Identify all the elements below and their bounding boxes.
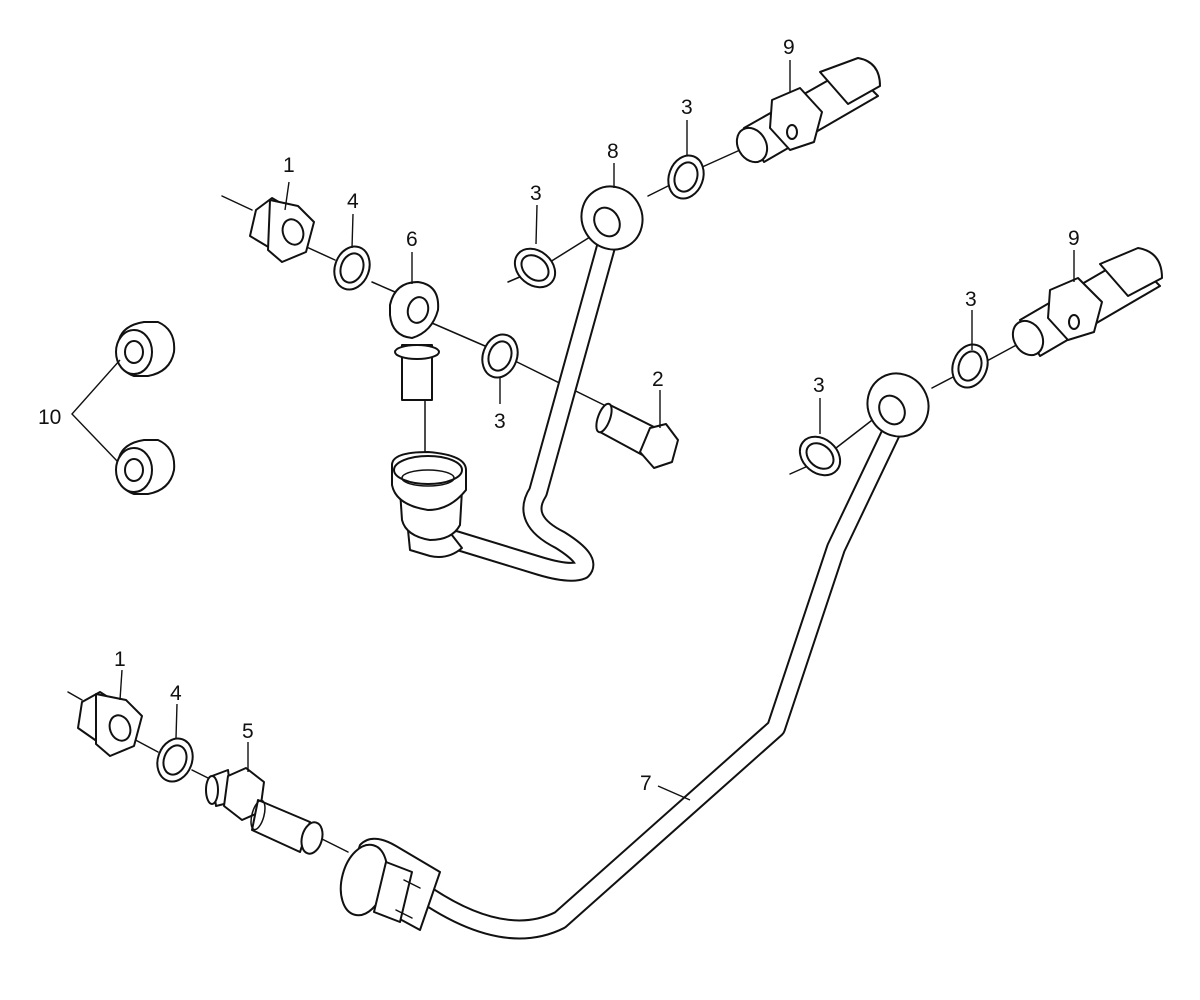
pipe-8-lower-fitting: [391, 451, 467, 558]
banjo-fitting-6: [389, 281, 440, 401]
hex-nut-bottom: [77, 691, 143, 757]
callout-9-top: 9: [783, 36, 795, 59]
banjo-eye-7: [866, 372, 930, 438]
callout-10: 10: [38, 406, 61, 429]
callout-1-bottom: 1: [114, 648, 126, 671]
hex-nut-top: [249, 197, 315, 263]
callout-4-bottom: 4: [170, 682, 182, 705]
callout-labels: 1 4 6 3 8 3 9 3 2 10 9 3 3 1 4 5 7: [38, 36, 1080, 795]
callout-5: 5: [242, 720, 254, 743]
callout-3-e: 3: [813, 374, 825, 397]
banjo-bolt-9-top: [735, 57, 881, 164]
adapter-5: [205, 767, 324, 855]
callout-8: 8: [607, 140, 619, 163]
washer-4-top: [333, 245, 371, 291]
washer-4-bottom: [156, 737, 194, 783]
callout-4-top: 4: [347, 190, 359, 213]
callout-3-a: 3: [530, 182, 542, 205]
pipe-8: [445, 215, 622, 582]
callout-2: 2: [652, 368, 664, 391]
union-nut-pipe-7: [339, 837, 441, 931]
washer-3-right-mid: [951, 343, 989, 389]
washer-3-left-mid: [798, 435, 842, 477]
callout-3-c: 3: [494, 410, 506, 433]
callout-3-d: 3: [965, 288, 977, 311]
leader-lines: [71, 60, 1075, 801]
pipe-7: [402, 408, 908, 940]
banjo-eye-8: [580, 185, 644, 251]
spacer-10-lower: [115, 439, 176, 495]
washer-3-left-top: [513, 247, 557, 289]
spacer-10-upper: [115, 321, 176, 377]
callout-1-top: 1: [283, 154, 295, 177]
callout-3-b: 3: [681, 96, 693, 119]
callout-7: 7: [640, 772, 652, 795]
callout-6: 6: [406, 228, 418, 251]
callout-9-right: 9: [1068, 227, 1080, 250]
washer-3-center: [481, 333, 519, 379]
bolt-2: [595, 402, 679, 469]
washer-3-right-top: [667, 154, 705, 200]
banjo-bolt-9-right: [1011, 247, 1163, 357]
